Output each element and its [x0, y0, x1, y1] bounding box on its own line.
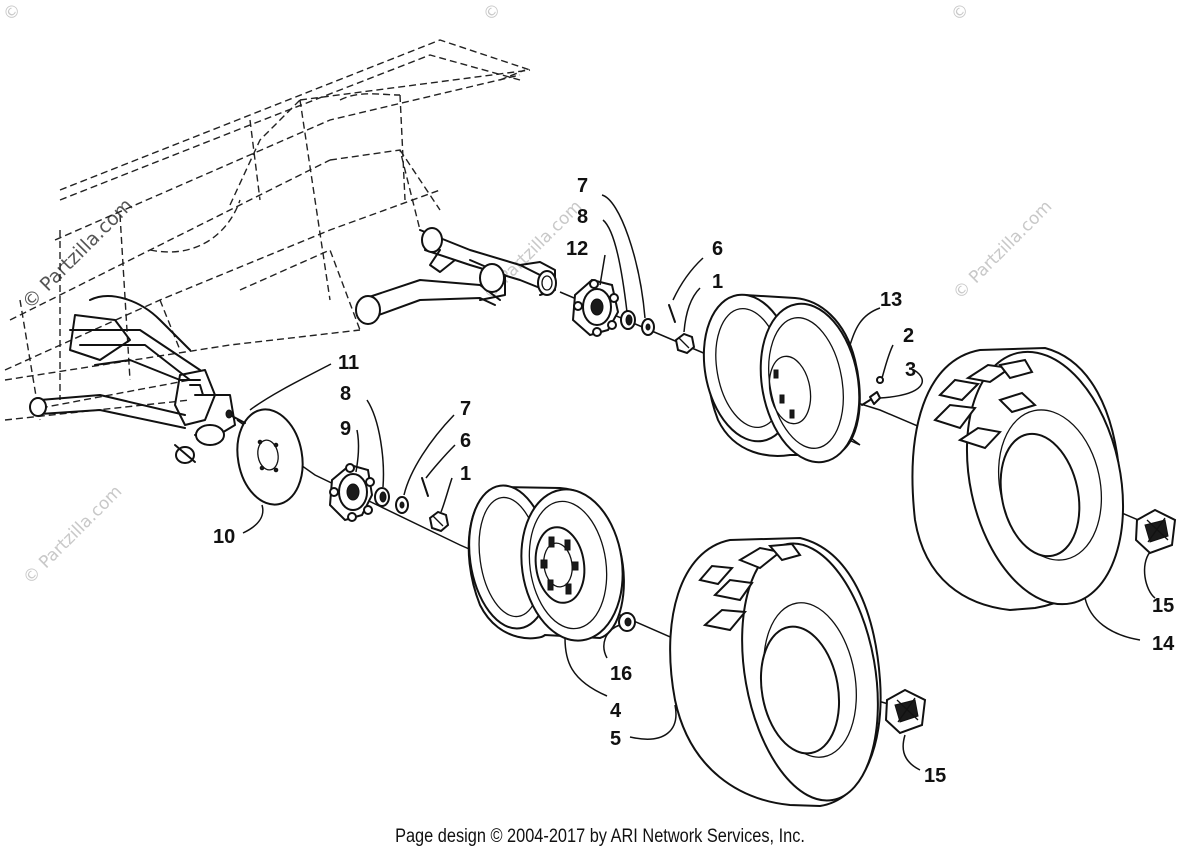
front-hub [328, 463, 375, 522]
brake-disc [236, 408, 304, 506]
watermark-text: © Partzilla.com [19, 482, 126, 589]
callout-8: 8 [577, 206, 588, 228]
callout-12: 12 [566, 238, 588, 260]
bolt [225, 409, 246, 424]
rear-tire [911, 346, 1125, 612]
copyright-footer: Page design © 2004-2017 by ARI Network S… [395, 826, 805, 847]
washer [641, 318, 655, 336]
bearing [374, 487, 390, 507]
valve-stem [861, 376, 884, 406]
callout-15: 15 [1152, 595, 1174, 617]
callout-3: 3 [905, 359, 916, 381]
valve-cap [884, 688, 927, 735]
vehicle-frame [4, 39, 531, 421]
valve-cap [1134, 508, 1177, 555]
callout-4: 4 [610, 700, 622, 722]
watermark-text: © [0, 0, 26, 26]
watermark-text: © [479, 0, 505, 26]
castle-nut [428, 510, 450, 533]
callout-1: 1 [460, 463, 471, 485]
callout-7: 7 [577, 175, 588, 197]
bearing [620, 310, 636, 330]
front-wheel-rim [467, 484, 625, 642]
watermark-text: © Partzilla.com [949, 197, 1056, 304]
lug-nut [618, 612, 636, 632]
suspension-arms [29, 227, 557, 464]
washer [395, 496, 409, 514]
callout-labels: 7 8 12 6 1 13 2 3 11 8 9 7 6 1 10 16 4 5… [213, 175, 1175, 787]
callout-10: 10 [213, 526, 235, 548]
callout-1: 1 [712, 271, 723, 293]
callout-7: 7 [460, 398, 471, 420]
front-tire [669, 536, 882, 808]
callout-13: 13 [880, 289, 902, 311]
callout-15: 15 [924, 765, 946, 787]
castle-nut [674, 332, 696, 355]
leader-lines [242, 194, 1156, 771]
callout-14: 14 [1152, 633, 1175, 655]
rear-wheel-rim [702, 293, 861, 464]
callout-8: 8 [340, 383, 351, 405]
callout-16: 16 [610, 663, 632, 685]
callout-2: 2 [903, 325, 914, 347]
cotter-pin [421, 477, 429, 497]
watermark-text: © [947, 0, 973, 26]
callout-11: 11 [338, 352, 359, 374]
callout-6: 6 [712, 238, 723, 260]
rear-hub [571, 278, 620, 337]
cotter-pin [668, 304, 676, 323]
callout-9: 9 [340, 418, 351, 440]
callout-5: 5 [610, 728, 621, 750]
callout-6: 6 [460, 430, 471, 452]
